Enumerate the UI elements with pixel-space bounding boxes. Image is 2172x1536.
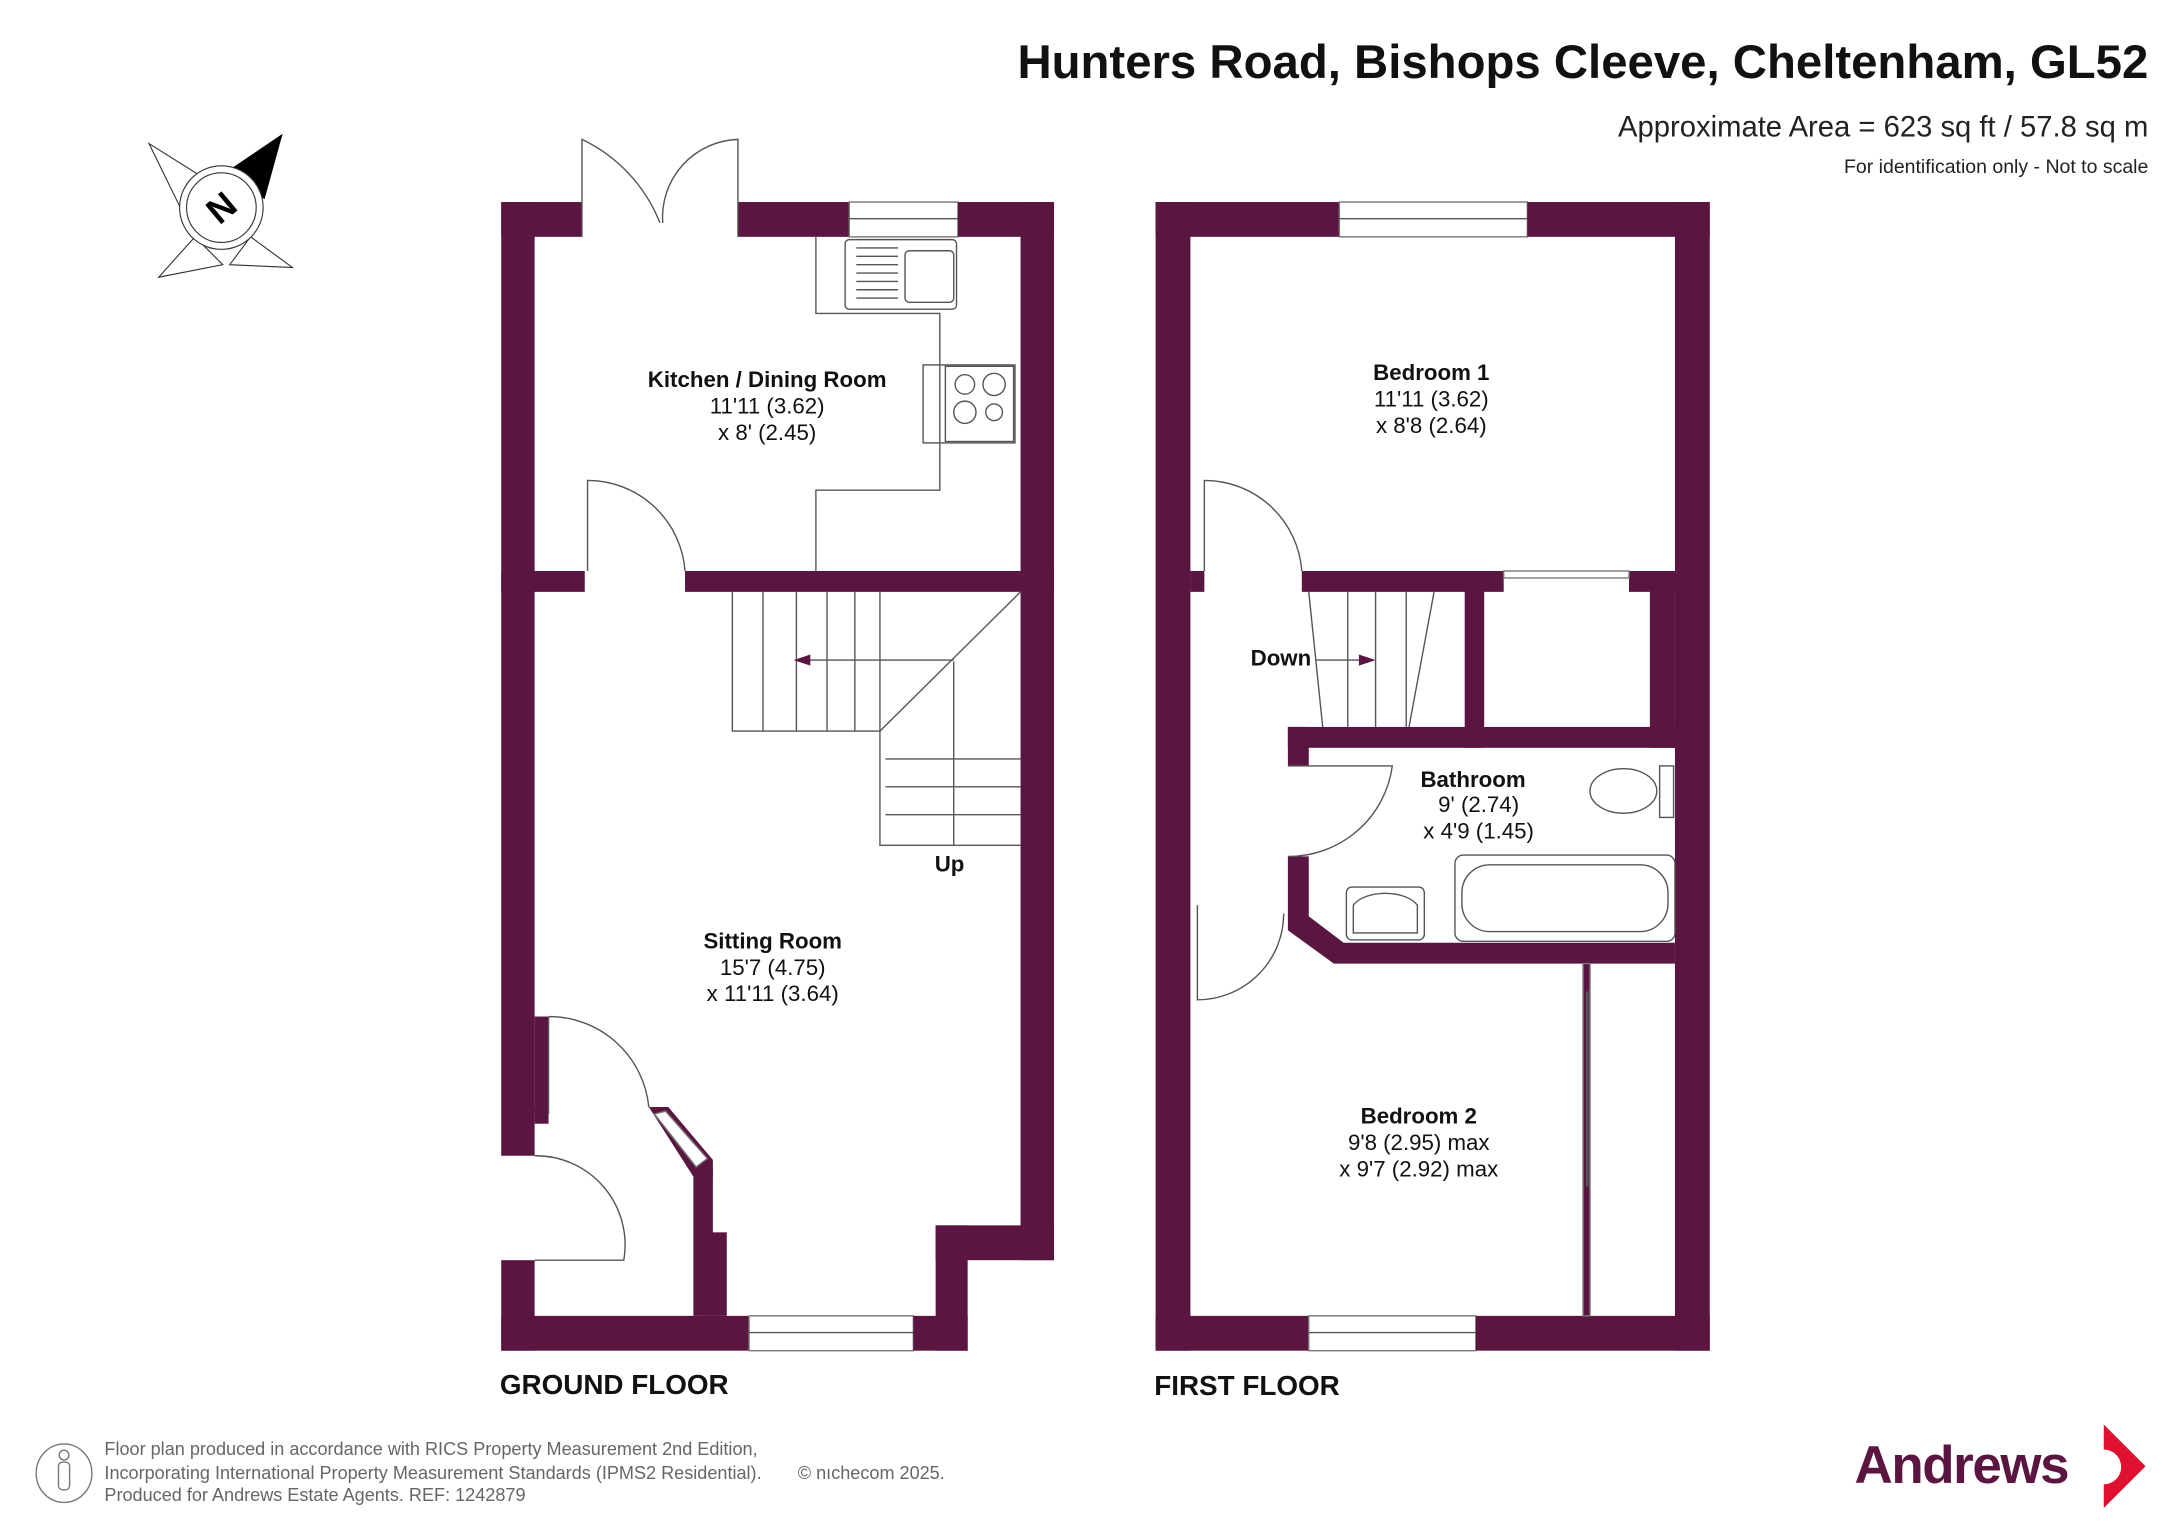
room-name-bedroom2: Bedroom 2 <box>1361 1104 1477 1129</box>
ground-floor-label: GROUND FLOOR <box>500 1369 729 1400</box>
page-title: Hunters Road, Bishops Cleeve, Cheltenham… <box>1017 36 2148 89</box>
footer-line-3: Produced for Andrews Estate Agents. REF:… <box>104 1485 525 1505</box>
brand-arrow-icon <box>2103 1424 2146 1509</box>
compass-icon: N <box>147 133 295 279</box>
stairs-arrow-icon <box>1358 654 1376 666</box>
stairs-arrow-icon <box>793 654 811 666</box>
room-dim-bedroom1-1: 11'11 (3.62) <box>1374 387 1489 412</box>
room-dim-kitchen-2: x 8' (2.45) <box>718 420 816 445</box>
ground-floor-plan: Up Kitchen / Dining Room 11'11 (3.62) x … <box>500 138 1054 1400</box>
stairs-down-label: Down <box>1251 646 1312 671</box>
area-text: Approximate Area = 623 sq ft / 57.8 sq m <box>1618 112 2148 144</box>
disclaimer-text: For identification only - Not to scale <box>1844 156 2148 178</box>
first-floor-label: FIRST FLOOR <box>1154 1370 1340 1401</box>
footer-line-2: Incorporating International Property Mea… <box>104 1463 761 1483</box>
room-dim-sitting-2: x 11'11 (3.64) <box>707 981 839 1006</box>
room-dim-bedroom2-2: x 9'7 (2.92) max <box>1339 1157 1498 1182</box>
first-floor-plan: Down Bathroom 9' (2.74) x 4'9 (1.45) Bed… <box>1154 201 1710 1401</box>
footer-line-1: Floor plan produced in accordance with R… <box>104 1439 757 1459</box>
footer-copyright: © nıchecom 2025. <box>798 1463 945 1483</box>
room-dim-bathroom-2: x 4'9 (1.45) <box>1423 818 1534 843</box>
stairs-up-label: Up <box>935 852 965 877</box>
room-dim-bedroom1-2: x 8'8 (2.64) <box>1376 413 1487 438</box>
brand-name: Andrews <box>1855 1436 2069 1495</box>
room-dim-bathroom-1: 9' (2.74) <box>1438 792 1519 817</box>
person-scale-icon <box>35 1443 93 1504</box>
room-name-bathroom: Bathroom <box>1420 767 1525 792</box>
room-dim-bedroom2-1: 9'8 (2.95) max <box>1348 1130 1490 1155</box>
room-dim-kitchen-1: 11'11 (3.62) <box>710 394 825 419</box>
andrews-logo: Andrews <box>1855 1424 2146 1509</box>
room-name-sitting: Sitting Room <box>703 928 842 953</box>
room-name-bedroom1: Bedroom 1 <box>1373 360 1489 385</box>
room-dim-sitting-1: 15'7 (4.75) <box>720 955 826 980</box>
room-name-kitchen: Kitchen / Dining Room <box>648 367 887 392</box>
